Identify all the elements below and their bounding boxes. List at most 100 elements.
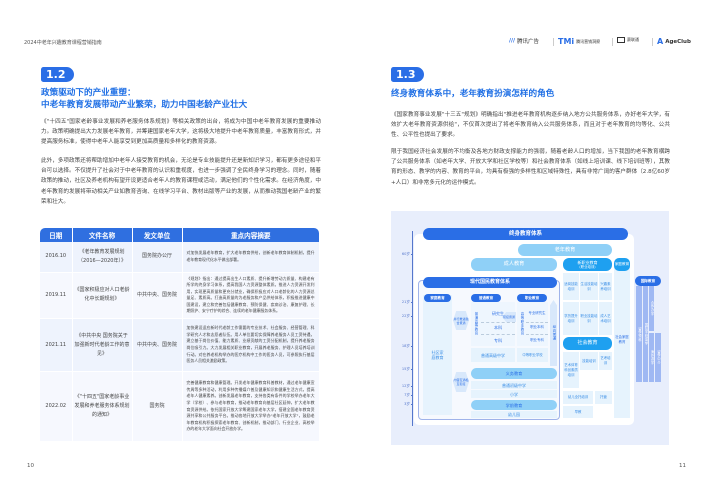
general-higher-label: 普通高等教育 xyxy=(474,312,478,336)
custody-cell: 托管 xyxy=(595,391,612,404)
paragraph: 此外，多项政策还将帮助增加中老年人接受教育的机会，无论是专业技能提升还是新知识学… xyxy=(41,158,321,205)
overseas-column: 海外游学 xyxy=(649,333,654,382)
tmi-icon: TMi xyxy=(558,37,575,46)
document-title: 2024中老年兴趣教育课程营销指南 xyxy=(24,40,102,46)
age-axis xyxy=(412,231,413,426)
section-title: 终身教育体系中，老年教育扮演怎样的角色 xyxy=(391,89,555,99)
logo-text: 腾讯营销洞察 xyxy=(576,38,601,44)
vocational-education-pill: 职业教育 xyxy=(517,294,547,302)
vocational-college-label: 职业专科 xyxy=(526,334,548,345)
document-name-cell: 《"十四五"国家老龄事业发展和养老服务体系规划的通知》 xyxy=(72,371,133,443)
issuer-cell: 中共中央、国务院 xyxy=(132,318,183,373)
community-family-label: 社区家庭教育 xyxy=(431,350,444,360)
table-row: 2019.11 《国家积极应对人口老龄化中长期规划》 中共中央、国务院 《规划》… xyxy=(40,272,320,320)
study-prep-column: 留学预科 xyxy=(636,286,642,382)
summary-cell: 《规划》指出：通过提高出生人口素质、提升新增劳动力质量、构建老有所学的终身学习体… xyxy=(182,272,320,320)
age-tick: 60岁 xyxy=(398,252,413,257)
logo-text: 赛联通 xyxy=(627,37,639,42)
tencent-ads-icon: /// xyxy=(509,38,516,44)
job-skill-cell: 适岗技能培训 xyxy=(563,273,579,300)
interest-cell: 兴趣素养培训 xyxy=(599,273,612,300)
page-number: 10 xyxy=(27,463,34,469)
family-column: 社区家庭教育 xyxy=(423,295,452,415)
content-link-arrow: 内容互通相互衔接 xyxy=(453,372,469,392)
intl-school-column: 国际学校留学 xyxy=(643,286,648,382)
column-header: 重点内容摘要 xyxy=(182,228,319,242)
primary-school-box: 小学 xyxy=(471,390,557,398)
coop-column: 合作办学 xyxy=(649,286,654,331)
vocational-skill-cell: 职业技能培训 xyxy=(580,302,598,335)
adult-education-bar: 成人教育 xyxy=(471,258,557,271)
logo-text: 腾讯广告 xyxy=(517,39,540,45)
age-tick: 18岁 xyxy=(398,344,413,349)
date-cell: 2019.11 xyxy=(40,272,73,320)
date-cell: 2016.10 xyxy=(40,242,73,273)
logo-text: AgeClub xyxy=(665,38,691,45)
high-school-box: 普通高级中学 xyxy=(471,348,515,362)
label: 新职业教育 xyxy=(577,259,598,265)
parallel-arrow: 并行推进融合贯通 xyxy=(453,311,469,330)
link-arrow: 衔接贯通 xyxy=(502,312,516,322)
vocational-higher-label: 高等职业教育 xyxy=(520,312,524,336)
degree-cell: 学历提升培训 xyxy=(563,302,579,335)
intl-education-pill: 国际教育 xyxy=(635,276,661,286)
kindergarten-box: 幼儿园 xyxy=(471,411,557,418)
issuer-cell: 国务院办公厅 xyxy=(132,242,183,273)
column-header: 日期 xyxy=(40,228,73,242)
section-badge: 1.2 xyxy=(41,67,74,82)
divider xyxy=(652,38,653,46)
column-header: 发文单位 xyxy=(132,228,183,242)
issuer-cell: 中共中央、国务院 xyxy=(132,272,183,320)
policy-table: 日期 文件名称 发文单位 重点内容摘要 2016.10 《老年教育发展规划（20… xyxy=(40,228,320,443)
document-name-cell: 《老年教育发展规划（2016—2020年）》 xyxy=(72,242,133,273)
adult-art-cell: 成人艺术培训 xyxy=(599,302,612,335)
divider xyxy=(612,38,613,46)
paragraph: 限于我国经济社会发展的不均衡及各地方财政支撑能力的强弱，随着老龄人口的增加，当下… xyxy=(391,149,670,186)
table-row: 2021.11 《中共中央 国务院关于加强新时代老龄工作的意见》 中共中央、国务… xyxy=(40,318,320,373)
date-cell: 2022.02 xyxy=(40,371,73,443)
document-name-cell: 《国家积极应对人口老龄化中长期规划》 xyxy=(72,272,133,320)
paragraph: 《国家教育事业发展"十三五"规划》明确指出"推进老年教育机构逐步纳入地方公共服务… xyxy=(391,112,670,139)
age-tick: 21岁 xyxy=(398,300,413,305)
table-header: 日期 文件名称 发文单位 重点内容摘要 xyxy=(40,228,319,242)
compulsory-education-bar: 义务教育 xyxy=(471,368,557,379)
vocational-higher-box xyxy=(517,302,548,346)
age-tick: 12岁 xyxy=(398,384,413,389)
age-tick: 15岁 xyxy=(398,367,413,372)
modern-education-bar: 现代国民教育体系 xyxy=(423,277,557,288)
sailian-logo: 赛联通 xyxy=(617,37,639,43)
column-header: 文件名称 xyxy=(72,228,133,242)
art-exam-cell: 艺考培训 xyxy=(599,352,612,370)
tencent-ads-logo: ///腾讯广告 xyxy=(509,37,539,45)
elder-education-bar: 老年教育 xyxy=(518,244,612,256)
section-title: 政策驱动下的产业重塑： 中老年教育发展带动产业繁荣，助力中国老龄产业壮大 xyxy=(41,87,247,111)
general-higher-box xyxy=(471,302,515,346)
date-cell: 2021.11 xyxy=(40,318,73,373)
junior-college-label: 专科 xyxy=(481,334,515,345)
summary-cell: 加快建设适应新时代老龄工作需要的专业技术、社会服务、经营管理、科学研究人才和志愿… xyxy=(182,318,320,373)
age-tick: 7岁 xyxy=(398,393,413,398)
preschool-education-bar: 学前教育 xyxy=(471,400,557,410)
summary-cell: 完善健康教育和健康管理。开发老年健康教育科普教材，通过老年健康宣传周等多种活动，… xyxy=(182,371,320,443)
document-name-cell: 《中共中央 国务院关于加强新时代老龄工作的意见》 xyxy=(72,318,133,373)
vertical-link-arrow: 纵向贯通 xyxy=(550,300,557,366)
a-icon: A xyxy=(657,37,664,46)
social-education-bar: 社会教育 xyxy=(563,337,612,350)
bachelor-label: 本科 xyxy=(481,322,515,332)
social-family-label: 社会家庭教育 xyxy=(615,335,629,344)
lifelong-education-bar: 终身教育体系 xyxy=(423,228,628,240)
box-icon xyxy=(617,37,625,43)
label: (职业培训) xyxy=(579,264,596,269)
family-education-pill: 家庭教育 xyxy=(424,294,451,302)
section-badge: 1.3 xyxy=(391,67,424,82)
page-number: 11 xyxy=(679,463,686,469)
middle-school-box: 普通初级中学 xyxy=(471,381,557,389)
title-line: 中老年教育发展带动产业繁荣，助力中国老龄产业壮大 xyxy=(41,100,248,110)
table-row: 2016.10 《老年教育发展规划（2016—2020年）》 国务院办公厅 对加… xyxy=(40,242,320,273)
graduate-label: 研究生 xyxy=(492,310,504,316)
life-skill-cell: 生活技能培训 xyxy=(580,273,598,300)
childcare-cell: 幼儿全托培训 xyxy=(563,391,593,404)
summary-cell: 对加快发展老年教育，扩大老年教育供给，创新老年教育体制机制，提升老年教育现代化水… xyxy=(182,242,320,273)
